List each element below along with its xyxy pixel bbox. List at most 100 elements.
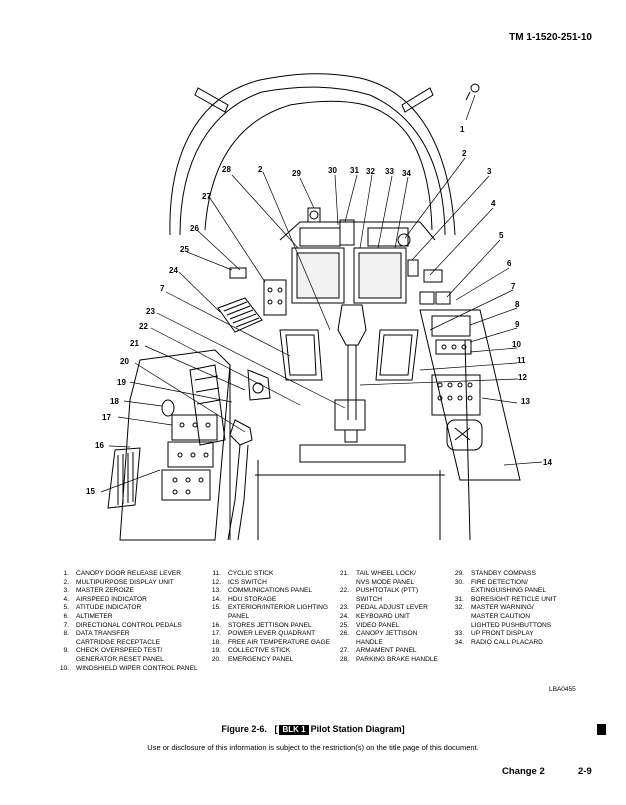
callout-number: 2	[462, 149, 467, 158]
callout-number: 15	[86, 487, 95, 496]
legend-item: 33.UP FRONT DISPLAY	[449, 630, 609, 639]
callout-number: 10	[512, 340, 521, 349]
legend-item: 15.EXTERIOR/INTERIOR LIGHTING PANEL	[206, 604, 354, 621]
legend-item-number: 10.	[59, 664, 69, 672]
legend-item-label: COLLECTIVE STICK	[228, 647, 291, 655]
legend-item-number: 8.	[63, 630, 70, 638]
callout-number: 1	[460, 125, 465, 134]
legend-item-label: RADIO CALL PLACARD	[471, 638, 543, 646]
legend-item-number: 18.	[211, 638, 221, 646]
callout-number: 4	[491, 199, 496, 208]
left-console	[107, 349, 231, 541]
legend-item-number: 26.	[339, 630, 349, 638]
legend-item: 18.FREE AIR TEMPERATURE GAGE	[206, 639, 354, 648]
figure-number: Figure 2-6.	[221, 724, 267, 734]
legend-item: 30. FIRE DETECTION/ EXTINGUISHING PANEL	[449, 579, 609, 596]
canopy-frame	[169, 73, 480, 236]
legend-item-label: KEYBOARD UNIT	[356, 612, 410, 620]
legend-item-label: PUSHTOTALK (PTT) SWITCH	[356, 587, 419, 603]
legend-item: 7. DIRECTIONAL CONTROL PEDALS	[54, 622, 204, 631]
legend-item: 8. DATA TRANSFER CARTRIDGE RECEPTACLE	[54, 630, 204, 647]
callout-number: 29	[292, 169, 301, 178]
legend-item-label: DATA TRANSFER CARTRIDGE RECEPTACLE	[76, 630, 161, 646]
callout-number: 8	[515, 300, 520, 309]
legend-item: 4.AIRSPEED INDICATOR	[54, 596, 204, 605]
legend-item: 32.MASTER WARNING/ MASTER CAUTION LIGHTE…	[449, 604, 609, 630]
callout-number: 11	[517, 356, 526, 365]
legend-item-number: 28.	[339, 655, 349, 663]
legend-item-label: COMMUNICATIONS PANEL	[228, 587, 313, 595]
cockpit-floor	[229, 339, 471, 541]
legend-item-number: 6.	[63, 612, 70, 620]
callout-number: 32	[366, 167, 375, 176]
instrument-panel	[229, 207, 451, 316]
callout-number: 12	[518, 373, 527, 382]
legend-item: 11.CYCLIC STICK	[206, 570, 354, 579]
legend-item-number: 7.	[63, 621, 70, 629]
legend-item: 10.WINDSHIELD WIPER CONTROL PANEL	[54, 665, 204, 674]
legend-item-label: STANDBY COMPASS	[471, 570, 536, 577]
legend-item: 17.POWER LEVER QUADRANT	[206, 630, 354, 639]
pilot-station-diagram: 1 2 2 3 4 5 6 7 7 8 9 10 11 12 13 14 15 …	[86, 73, 552, 541]
legend-item-label: DIRECTIONAL CONTROL PEDALS	[76, 621, 182, 629]
cyclic-stick	[299, 304, 406, 463]
legend-item: 22. PUSHTOTALK (PTT) SWITCH	[334, 587, 464, 604]
legend-item-number: 5.	[63, 604, 70, 612]
callout-number: 27	[202, 192, 211, 201]
legend-item: 12.ICS SWITCH	[206, 579, 354, 588]
callout-number: 3	[487, 167, 492, 176]
legend-item: 20. EMERGENCY PANEL	[206, 656, 354, 665]
callout-number: 33	[385, 167, 394, 176]
callout-number: 9	[515, 320, 520, 329]
legend-item-number: 22.	[339, 587, 349, 595]
callout-number: 18	[110, 397, 119, 406]
legend-item: 5. ATITUDE INDICATOR	[54, 604, 204, 613]
legend-item-number: 31.	[454, 595, 464, 603]
callout-number: 2	[258, 165, 263, 174]
legend-item: 34. RADIO CALL PLACARD	[449, 639, 609, 648]
callout-labels: 1 2 2 3 4 5 6 7 7 8 9 10 11 12 13 14 15 …	[86, 125, 552, 496]
callout-number: 26	[190, 224, 199, 233]
restriction-notice: Use or disclosure of this information is…	[147, 743, 479, 752]
callout-number: 34	[402, 169, 411, 178]
right-console	[419, 309, 521, 481]
callout-number: 5	[499, 231, 504, 240]
legend-item-number: 25.	[339, 621, 349, 629]
legend-item-number: 27.	[339, 647, 349, 655]
legend-item-label: FIRE DETECTION/ EXTINGUISHING PANEL	[471, 578, 546, 595]
legend-item-number: 12.	[211, 578, 221, 586]
caption-bracket: [	[274, 724, 278, 734]
legend-item: 31.BORESIGHT RETICLE UNIT	[449, 596, 609, 605]
legend-item: 28. PARKING BRAKE HANDLE	[334, 656, 464, 665]
legend-item: 2.MULTIPURPOSE DISPLAY UNIT	[54, 579, 204, 588]
legend-item-label: HDU STORAGE	[228, 595, 277, 603]
callout-number: 28	[222, 165, 231, 174]
legend-item-number: 30.	[454, 578, 464, 586]
legend-item-label: TAIL WHEEL LOCK/ NVS MODE PANEL	[356, 570, 416, 586]
legend-item-label: ATITUDE INDICATOR	[76, 604, 142, 612]
legend-item-label: PEDAL ADJUST LEVER	[356, 604, 428, 612]
legend-item: 24.KEYBOARD UNIT	[334, 613, 464, 622]
legend-item-label: ARMAMENT PANEL	[356, 647, 417, 655]
legend-item: 16.STORES JETTISON PANEL	[206, 622, 354, 631]
legend-item: 6.ALTIMETER	[54, 613, 204, 622]
legend-item-label: CHECK OVERSPEED TEST/ GENERATOR RESET PA…	[76, 647, 164, 663]
legend-item-label: MASTER ZEROIZE	[76, 587, 134, 595]
legend-item-number: 14.	[211, 595, 221, 603]
legend-item-number: 20.	[211, 655, 221, 663]
legend-item-label: PARKING BRAKE HANDLE	[356, 655, 438, 663]
legend-item-label: VIDEO PANEL	[356, 621, 400, 629]
legend-item: 25. VIDEO PANEL	[334, 622, 464, 631]
legend-item-label: EMERGENCY PANEL	[228, 655, 294, 663]
callout-number: 13	[521, 397, 530, 406]
callout-number: 20	[120, 357, 129, 366]
legend-item: 1.CANOPY DOOR RELEASE LEVER	[54, 570, 204, 579]
legend-item-label: STORES JETTISON PANEL	[228, 621, 312, 629]
callout-number: 19	[117, 378, 126, 387]
legend-item-number: 34.	[454, 638, 464, 646]
legend-item: 13.COMMUNICATIONS PANEL	[206, 587, 354, 596]
